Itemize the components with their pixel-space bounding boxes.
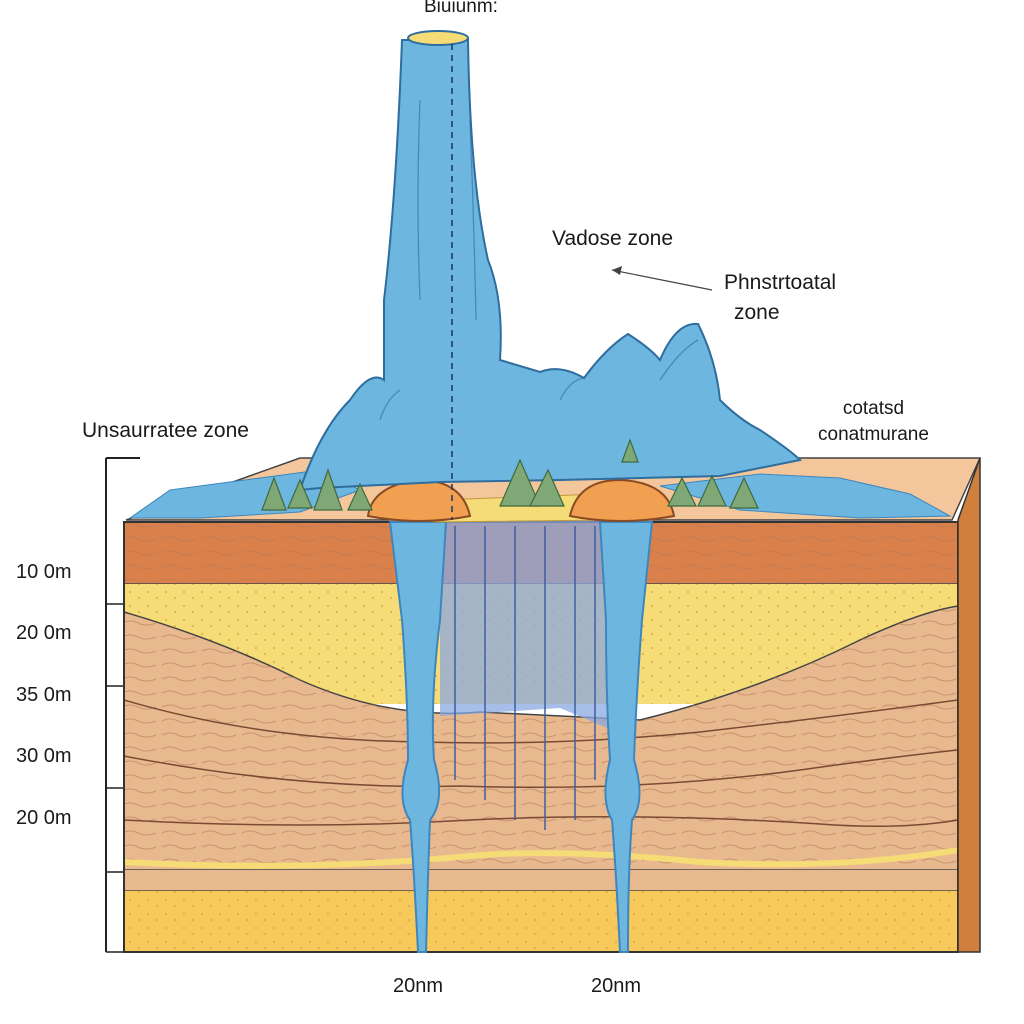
vadose-zone-label: Vadose zone: [552, 227, 674, 250]
depth-label: 30 0m: [16, 745, 72, 767]
phreatic-zone-label: Phnstrtoatal zone: [724, 268, 836, 328]
capillary-zone-label-line2: conatmurane: [818, 424, 929, 445]
well-caps: [366, 478, 676, 522]
depth-axis: [105, 457, 140, 953]
phreatic-zone-label-line2: zone: [734, 301, 780, 324]
bottom-label-right: 20nm: [591, 975, 642, 997]
annotation-arrow: [611, 266, 713, 291]
depth-label: 20 0m: [16, 622, 72, 644]
capillary-zone-label: cotatsd conatmurane: [818, 396, 929, 448]
depth-label: 20 0m: [16, 807, 72, 829]
water-plume: [298, 30, 803, 520]
trees: [261, 438, 759, 511]
unsaturated-zone-label: Unsaurratee zone: [82, 419, 249, 442]
bottom-label-left: 20nm: [393, 975, 444, 997]
depth-label: 35 0m: [16, 684, 72, 706]
diagram-title: Biuiunm:: [424, 0, 498, 17]
well-right: [598, 521, 654, 953]
water-zone-column: [440, 520, 612, 830]
phreatic-zone-label-line1: Phnstrtoatal: [724, 271, 837, 294]
depth-label: 10 0m: [16, 561, 72, 583]
capillary-zone-label-line1: cotatsd: [842, 398, 905, 419]
well-left: [388, 521, 448, 953]
